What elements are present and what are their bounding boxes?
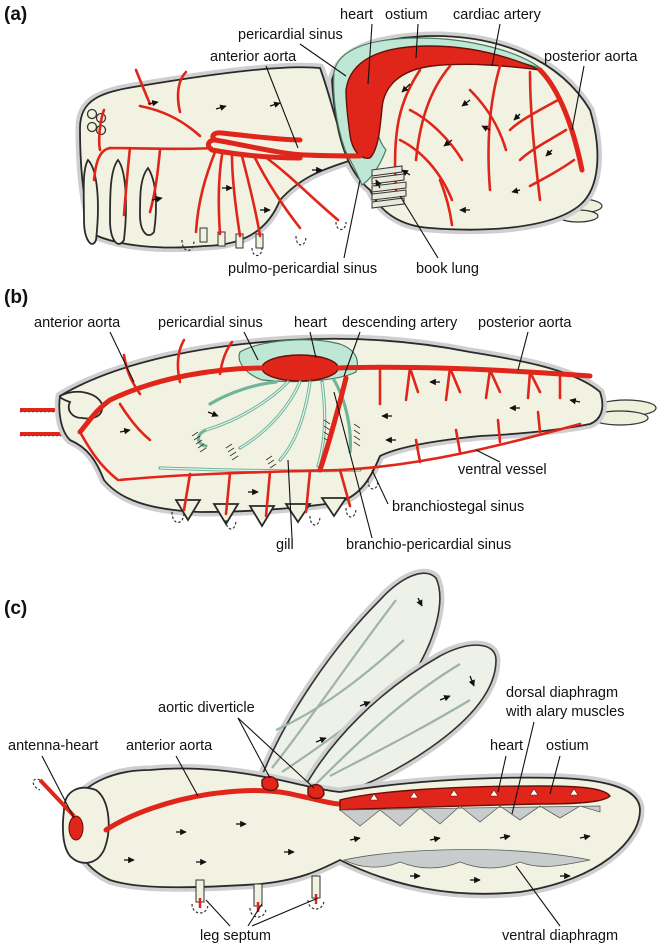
leaders-a bbox=[265, 23, 585, 259]
label-dorsal-diaphragm-2: with alary muscles bbox=[505, 704, 624, 720]
label-heart-c: heart bbox=[490, 738, 523, 754]
label-ostium-a: ostium bbox=[385, 7, 428, 23]
antenna-heart-organ bbox=[68, 815, 84, 841]
panel-a-label: (a) bbox=[4, 4, 27, 25]
label-gill: gill bbox=[276, 537, 294, 553]
panel-b-label: (b) bbox=[4, 287, 28, 308]
label-heart-a: heart bbox=[340, 7, 373, 23]
label-book-lung-a: book lung bbox=[416, 261, 479, 277]
label-heart-b: heart bbox=[294, 315, 327, 331]
vessels-b bbox=[77, 338, 593, 518]
flow-arrows-c bbox=[124, 597, 591, 884]
label-anterior-aorta-a: anterior aorta bbox=[210, 49, 297, 65]
leaders-c bbox=[41, 717, 561, 927]
label-ventral-diaphragm: ventral diaphragm bbox=[502, 928, 618, 944]
label-ostium-c: ostium bbox=[546, 738, 589, 754]
leg-stumps bbox=[181, 221, 347, 257]
wings bbox=[257, 568, 501, 805]
label-branchio-pericardial-sinus: branchio-pericardial sinus bbox=[346, 537, 511, 553]
insect-head bbox=[62, 786, 110, 864]
label-leg-septum: leg septum bbox=[200, 928, 271, 944]
label-descending-artery: descending artery bbox=[342, 315, 458, 331]
flow-arrows-a bbox=[147, 83, 553, 214]
dorsal-diaphragm bbox=[338, 805, 601, 827]
gill-filaments bbox=[191, 419, 361, 469]
label-posterior-aorta-a: posterior aorta bbox=[544, 49, 638, 65]
flow-arrows-b bbox=[119, 378, 581, 496]
label-cardiac-artery: cardiac artery bbox=[453, 7, 542, 23]
label-branchiostegal-sinus: branchiostegal sinus bbox=[392, 499, 524, 515]
label-posterior-aorta-b: posterior aorta bbox=[478, 315, 572, 331]
panel-b: (b) bbox=[4, 287, 657, 553]
anterior-aorta-c bbox=[103, 788, 343, 833]
label-dorsal-diaphragm-1: dorsal diaphragm bbox=[506, 685, 618, 701]
label-pericardial-sinus-b: pericardial sinus bbox=[158, 315, 263, 331]
panel-c-label: (c) bbox=[4, 598, 27, 619]
leaders-b bbox=[109, 331, 529, 539]
ostia-c bbox=[369, 788, 579, 801]
label-ventral-vessel: ventral vessel bbox=[458, 462, 547, 478]
label-antenna-heart: antenna-heart bbox=[8, 738, 98, 754]
label-pulmo-pericardial-sinus: pulmo-pericardial sinus bbox=[228, 261, 377, 277]
book-lung bbox=[371, 165, 407, 209]
prosoma-vessels bbox=[92, 68, 340, 238]
label-aortic-diverticle: aortic diverticle bbox=[158, 700, 255, 716]
panel-c: (c) bbox=[4, 568, 645, 944]
heart-a bbox=[345, 45, 541, 159]
label-pericardial-sinus-a: pericardial sinus bbox=[238, 27, 343, 43]
panel-a: (a) bbox=[4, 4, 638, 277]
heart-c bbox=[339, 785, 611, 811]
label-anterior-aorta-c: anterior aorta bbox=[126, 738, 213, 754]
tail-fan bbox=[591, 399, 657, 426]
label-anterior-aorta-b: anterior aorta bbox=[34, 315, 121, 331]
hindwing bbox=[300, 644, 497, 801]
heart-b bbox=[261, 354, 339, 382]
ventral-diaphragm bbox=[342, 849, 591, 869]
